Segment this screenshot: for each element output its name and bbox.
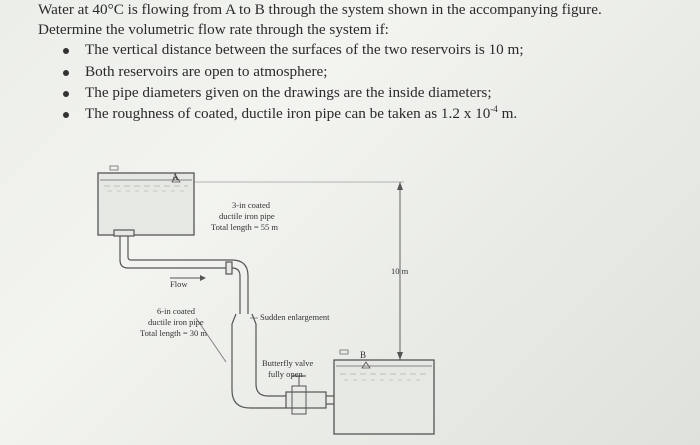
- pipe3-label-3: Total length = 55 m: [211, 222, 278, 232]
- roughness-unit: m.: [497, 105, 518, 122]
- reservoir-b: [333, 349, 435, 435]
- bullet-dot-1: [63, 48, 69, 54]
- pipe6-label-3: Total length = 30 m: [140, 328, 207, 338]
- height-label: 10 m: [391, 266, 409, 276]
- bullet-item-2: Both reservoirs are open to atmosphere;: [85, 63, 328, 80]
- pipe3-label-2: ductile iron pipe: [219, 211, 275, 221]
- valve-label-2: fully open: [268, 369, 303, 379]
- height-dimension: [194, 181, 404, 360]
- pipe3-label-1: 3-in coated: [232, 200, 271, 210]
- bullet-item-3: The pipe diameters given on the drawings…: [85, 84, 492, 101]
- butterfly-valve: [291, 375, 307, 415]
- bullet-item-4: The roughness of coated, ductile iron pi…: [85, 105, 517, 123]
- pipe-3in: [113, 229, 249, 314]
- problem-line-2: Determine the volumetric flow rate throu…: [38, 21, 389, 38]
- flow-label: Flow: [170, 279, 188, 289]
- bullet-dot-3: [63, 91, 69, 97]
- bullet-item-1: The vertical distance between the surfac…: [85, 41, 524, 58]
- reservoir-a: [97, 165, 195, 236]
- bullet-dot-4: [63, 112, 69, 118]
- enlargement-label: Sudden enlargement: [260, 312, 330, 322]
- roughness-exponent: -4: [490, 104, 498, 114]
- bullet-dot-2: [63, 70, 69, 76]
- label-b: B: [360, 350, 366, 360]
- problem-line-1: Water at 40°C is flowing from A to B thr…: [38, 1, 602, 18]
- roughness-text: The roughness of coated, ductile iron pi…: [85, 105, 491, 122]
- label-a: A: [172, 172, 179, 182]
- pipe6-label-2: ductile iron pipe: [148, 317, 204, 327]
- flow-arrow: [170, 275, 206, 281]
- pipe6-label-1: 6-in coated: [157, 306, 196, 316]
- valve-label-1: Butterfly valve: [262, 358, 313, 368]
